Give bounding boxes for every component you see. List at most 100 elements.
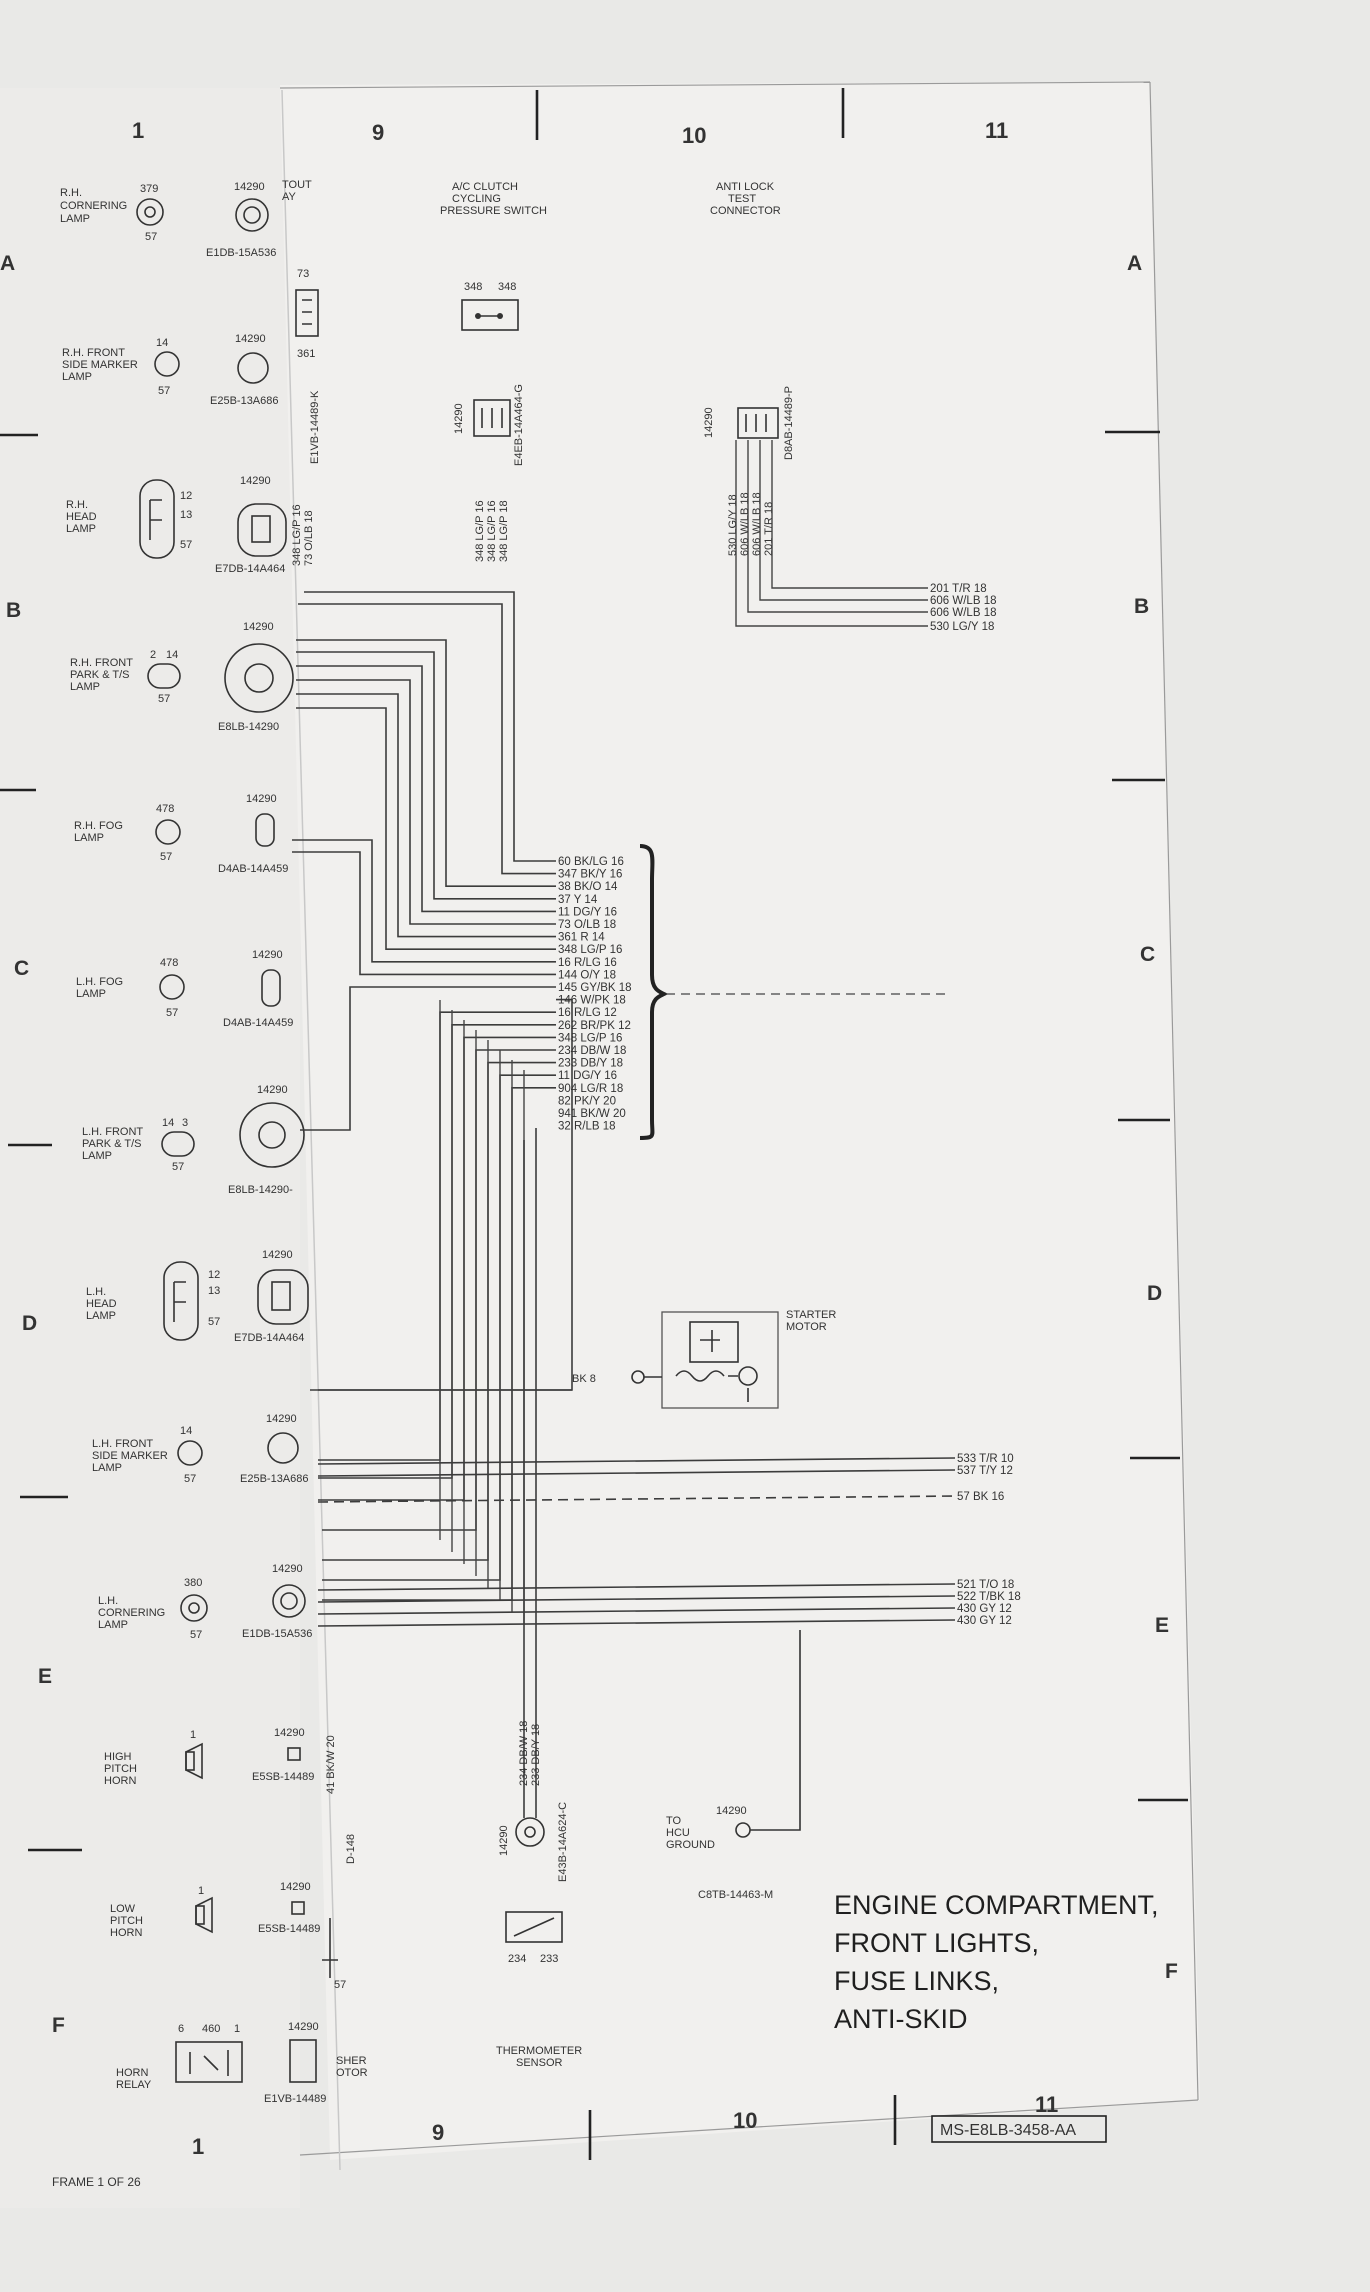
svg-text:SHER: SHER: [336, 2055, 367, 2067]
svg-text:14290: 14290: [703, 407, 715, 438]
harness-wire: [296, 679, 556, 925]
column-number: 10: [682, 123, 706, 148]
svg-text:14290: 14290: [280, 1881, 311, 1893]
svg-text:R.H. FRONT: R.H. FRONT: [62, 347, 125, 359]
output-wire: [317, 1595, 956, 1603]
svg-text:14290: 14290: [257, 1084, 288, 1096]
svg-text:14290: 14290: [716, 1805, 747, 1817]
harness-wire: [296, 665, 556, 913]
svg-text:HORN: HORN: [116, 2067, 148, 2079]
svg-text:233 DB/Y 18: 233 DB/Y 18: [530, 1724, 542, 1786]
svg-text:57: 57: [334, 1979, 346, 1991]
svg-text:478: 478: [160, 957, 178, 969]
svg-text:14290: 14290: [498, 1825, 510, 1856]
svg-text:LAMP: LAMP: [98, 1619, 128, 1631]
svg-text:SIDE MARKER: SIDE MARKER: [92, 1450, 168, 1462]
svg-text:R.H. FRONT: R.H. FRONT: [70, 657, 133, 669]
svg-text:606 W/LB 18: 606 W/LB 18: [751, 492, 763, 556]
svg-text:606 W/LB 18: 606 W/LB 18: [739, 492, 751, 556]
svg-text:ENGINE COMPARTMENT,: ENGINE COMPARTMENT,: [834, 1890, 1159, 1920]
svg-text:LAMP: LAMP: [66, 523, 96, 535]
svg-text:STARTER: STARTER: [786, 1309, 836, 1321]
column-number: 9: [372, 120, 384, 145]
svg-text:HEAD: HEAD: [86, 1298, 117, 1310]
column-number: 1: [192, 2134, 204, 2159]
svg-text:57: 57: [190, 1629, 202, 1641]
svg-text:L.H. FOG: L.H. FOG: [76, 976, 123, 988]
svg-text:201 T/R 18: 201 T/R 18: [930, 583, 987, 595]
svg-text:348 LG/P 18: 348 LG/P 18: [498, 500, 510, 562]
svg-text:14290: 14290: [235, 333, 266, 345]
svg-text:GROUND: GROUND: [666, 1839, 715, 1851]
svg-text:606 W/LB 18: 606 W/LB 18: [930, 595, 996, 607]
bus-wire-label: 146 W/PK 18: [558, 995, 626, 1007]
svg-text:E1DB-15A536: E1DB-15A536: [242, 1628, 312, 1640]
row-letter: B: [6, 599, 21, 622]
svg-text:ANTI-SKID: ANTI-SKID: [834, 2004, 968, 2034]
bus-wire-label: 348 LG/P 16: [558, 944, 622, 956]
cutout-relay: TOUT AY 73 361 E1VB-14489-K 348 LG/P 16 …: [282, 179, 321, 566]
svg-text:348 LG/P 16: 348 LG/P 16: [291, 504, 303, 566]
anti-lock-wires: 201 T/R 18 606 W/LB 18 606 W/LB 18 530 L…: [735, 440, 996, 633]
svg-text:L.H. FRONT: L.H. FRONT: [92, 1438, 153, 1450]
svg-text:348: 348: [464, 281, 482, 293]
svg-text:14290: 14290: [240, 475, 271, 487]
sheet-border-top: [279, 81, 1151, 89]
svg-text:E8LB-14290-: E8LB-14290-: [228, 1184, 293, 1196]
bus-wire-label: 82 PK/Y 20: [558, 1095, 616, 1107]
svg-text:478: 478: [156, 803, 174, 815]
column-number: 11: [1035, 2092, 1058, 2117]
svg-text:CONNECTOR: CONNECTOR: [710, 205, 781, 217]
svg-text:E4EB-14A464-G: E4EB-14A464-G: [513, 384, 525, 466]
lh-fog-lamp: L.H. FOG LAMP 478 57 14290 D4AB-14A459: [76, 949, 293, 1029]
svg-text:FRONT LIGHTS,: FRONT LIGHTS,: [834, 1928, 1039, 1958]
hcu-ground: TO HCU GROUND 14290 C8TB-14463-M: [666, 1630, 801, 1901]
svg-text:41 BK/W 20: 41 BK/W 20: [325, 1735, 337, 1794]
bus-wire-label: 73 O/LB 18: [558, 919, 616, 931]
svg-text:14290: 14290: [453, 403, 465, 434]
svg-text:14290: 14290: [266, 1413, 297, 1425]
harness-wire: [300, 986, 556, 1131]
svg-text:L.H.: L.H.: [98, 1595, 118, 1607]
output-wire-label: 430 GY 12: [957, 1603, 1012, 1615]
row-letter: E: [38, 1665, 52, 1688]
harness-wire: [292, 839, 556, 963]
svg-text:12: 12: [208, 1269, 220, 1281]
svg-text:233: 233: [540, 1953, 558, 1965]
column-number: 10: [733, 2108, 757, 2133]
high-pitch-horn: HIGH PITCH HORN 1 14290 E5SB-14489: [104, 1727, 314, 1787]
bus-wire-label: 11 DG/Y 16: [558, 906, 617, 918]
svg-text:HORN: HORN: [110, 1927, 142, 1939]
svg-text:R.H.: R.H.: [66, 499, 88, 511]
svg-text:C8TB-14463-M: C8TB-14463-M: [698, 1889, 773, 1901]
svg-text:530 LG/Y 18: 530 LG/Y 18: [930, 621, 994, 633]
svg-text:E25B-13A686: E25B-13A686: [210, 395, 279, 407]
svg-text:73: 73: [297, 268, 309, 280]
bus-wire-label: 234 DB/W 18: [558, 1045, 626, 1057]
bus-wire-label: 361 R 14: [558, 932, 605, 944]
svg-text:PITCH: PITCH: [110, 1915, 143, 1927]
svg-text:234 DB/W 18: 234 DB/W 18: [518, 1721, 530, 1786]
svg-text:HORN: HORN: [104, 1775, 136, 1787]
svg-text:14: 14: [156, 337, 168, 349]
harness-wire: [296, 651, 556, 900]
svg-text:LAMP: LAMP: [74, 832, 104, 844]
svg-text:73 O/LB 18: 73 O/LB 18: [303, 510, 315, 566]
svg-text:14290: 14290: [234, 181, 265, 193]
svg-text:57: 57: [172, 1161, 184, 1173]
svg-text:1: 1: [198, 1885, 204, 1897]
svg-text:201 T/R 18: 201 T/R 18: [763, 502, 775, 556]
svg-text:TEST: TEST: [728, 193, 756, 205]
svg-text:ANTI LOCK: ANTI LOCK: [716, 181, 775, 193]
svg-text:E1VB-14489-K: E1VB-14489-K: [309, 390, 321, 464]
harness-wire: [296, 639, 556, 887]
svg-text:TO: TO: [666, 1815, 682, 1827]
bus-wire-label: 144 O/Y 18: [558, 969, 616, 981]
svg-text:12: 12: [180, 490, 192, 502]
harness-wire: [298, 603, 556, 875]
ac-clutch-pressure-switch: A/C CLUTCH CYCLING PRESSURE SWITCH 348 3…: [440, 181, 547, 562]
harness-wire: [296, 707, 556, 950]
svg-text:14: 14: [180, 1425, 192, 1437]
svg-text:PITCH: PITCH: [104, 1763, 137, 1775]
